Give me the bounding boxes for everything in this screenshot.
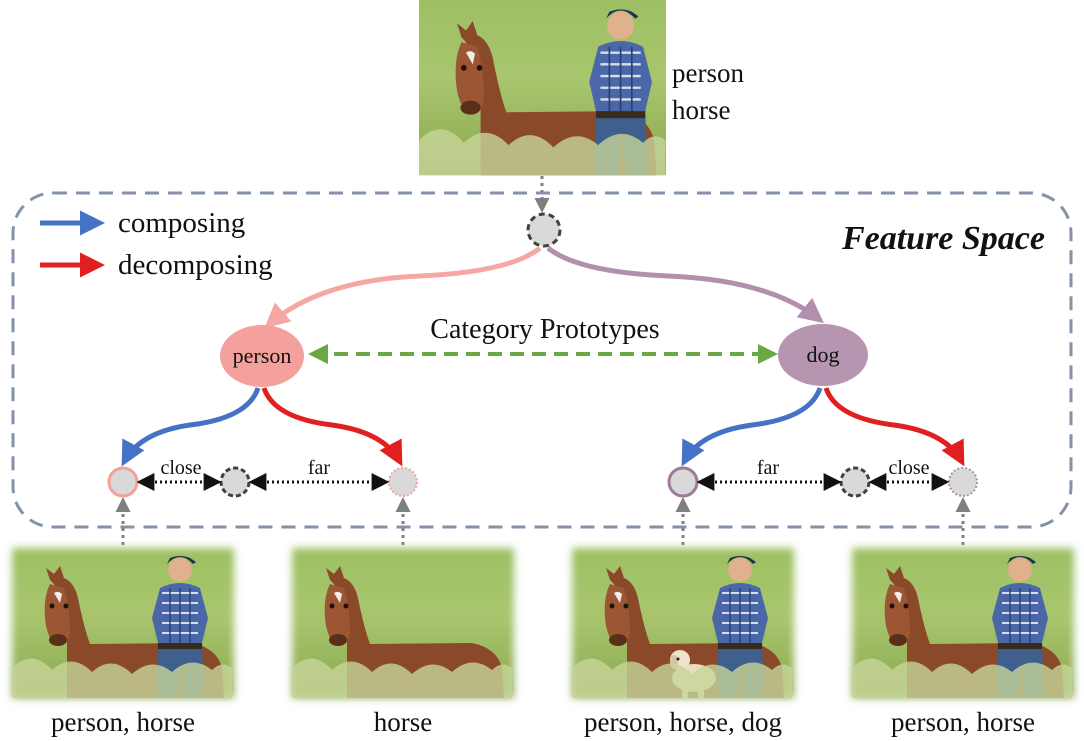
composed-feature-node-1: [107, 466, 139, 498]
query-feature-node-right: [839, 466, 871, 498]
category-prototypes-label: Category Prototypes: [430, 314, 659, 345]
feature-space-box: [11, 191, 1073, 529]
prototype-person-label: person: [233, 343, 292, 368]
bottom-image-3: [572, 548, 794, 699]
bottom-image-2-caption: horse: [374, 707, 432, 737]
bottom-image-4-caption: person, horse: [891, 707, 1035, 737]
query-feature-node: [526, 212, 562, 248]
top-image-label-2: horse: [672, 95, 730, 125]
top-image: [419, 0, 666, 177]
bottom-image-1-caption: person, horse: [51, 707, 195, 737]
right-close-label: close: [888, 457, 929, 479]
right-far-label: far: [757, 457, 780, 479]
dog-decomposing-arrow: [823, 387, 965, 467]
query-feature-node-left: [219, 466, 251, 498]
person-composing-arrow: [121, 387, 261, 467]
bottom-image-2: [292, 548, 514, 698]
decomposed-feature-node-1: [388, 467, 418, 497]
legend: composing decomposing: [40, 207, 273, 281]
composed-feature-node-2: [667, 466, 699, 498]
bottom-image-3-caption: person, horse, dog: [584, 707, 782, 737]
query-to-person-arrow: [264, 246, 542, 329]
left-close-label: close: [160, 457, 201, 479]
top-image-label-1: person: [672, 58, 744, 88]
prototype-dog-label: dog: [807, 342, 840, 367]
decomposed-feature-node-2: [948, 467, 978, 497]
prototype-dog: [778, 324, 868, 386]
legend-composing-label: composing: [118, 207, 245, 239]
query-to-dog-arrow: [546, 246, 824, 324]
person-decomposing-arrow: [261, 387, 403, 467]
bottom-image-1: [12, 548, 234, 699]
prototype-person: [220, 325, 304, 387]
feature-space-title: Feature Space: [841, 220, 1045, 257]
bottom-image-4: [852, 548, 1074, 699]
left-far-label: far: [308, 457, 331, 479]
dog-composing-arrow: [681, 387, 823, 467]
legend-decomposing-label: decomposing: [118, 249, 273, 281]
